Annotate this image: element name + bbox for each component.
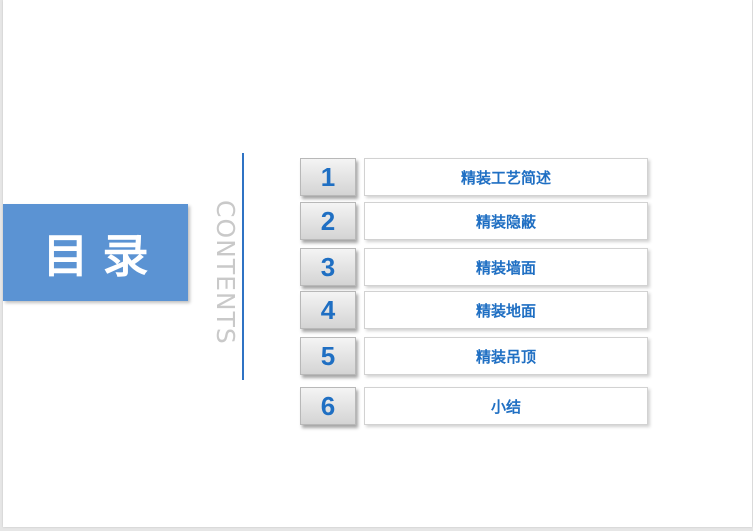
toc-item-4[interactable]: 4 精装地面	[300, 291, 648, 329]
toc-number-2[interactable]: 2	[300, 202, 356, 240]
toc-label-4[interactable]: 精装地面	[364, 291, 648, 329]
toc-label-1[interactable]: 精装工艺简述	[364, 158, 648, 196]
toc-number-5[interactable]: 5	[300, 337, 356, 375]
slide: 目录 CONTENTS 1 精装工艺简述 2 精装隐蔽 3 精装墙面 4 精装地…	[3, 0, 752, 527]
contents-watermark: CONTENTS	[211, 200, 240, 345]
vertical-divider	[242, 153, 244, 380]
toc-label-3[interactable]: 精装墙面	[364, 248, 648, 286]
toc-item-6[interactable]: 6 小结	[300, 387, 648, 425]
toc-label-5[interactable]: 精装吊顶	[364, 337, 648, 375]
toc-label-6[interactable]: 小结	[364, 387, 648, 425]
toc-label-2[interactable]: 精装隐蔽	[364, 202, 648, 240]
toc-number-3[interactable]: 3	[300, 248, 356, 286]
toc-item-5[interactable]: 5 精装吊顶	[300, 337, 648, 375]
toc-item-2[interactable]: 2 精装隐蔽	[300, 202, 648, 240]
toc-number-1[interactable]: 1	[300, 158, 356, 196]
toc-number-4[interactable]: 4	[300, 291, 356, 329]
title-box: 目录	[3, 204, 188, 301]
toc-item-1[interactable]: 1 精装工艺简述	[300, 158, 648, 196]
page-title: 目录	[42, 228, 163, 283]
toc-number-6[interactable]: 6	[300, 387, 356, 425]
toc-item-3[interactable]: 3 精装墙面	[300, 248, 648, 286]
